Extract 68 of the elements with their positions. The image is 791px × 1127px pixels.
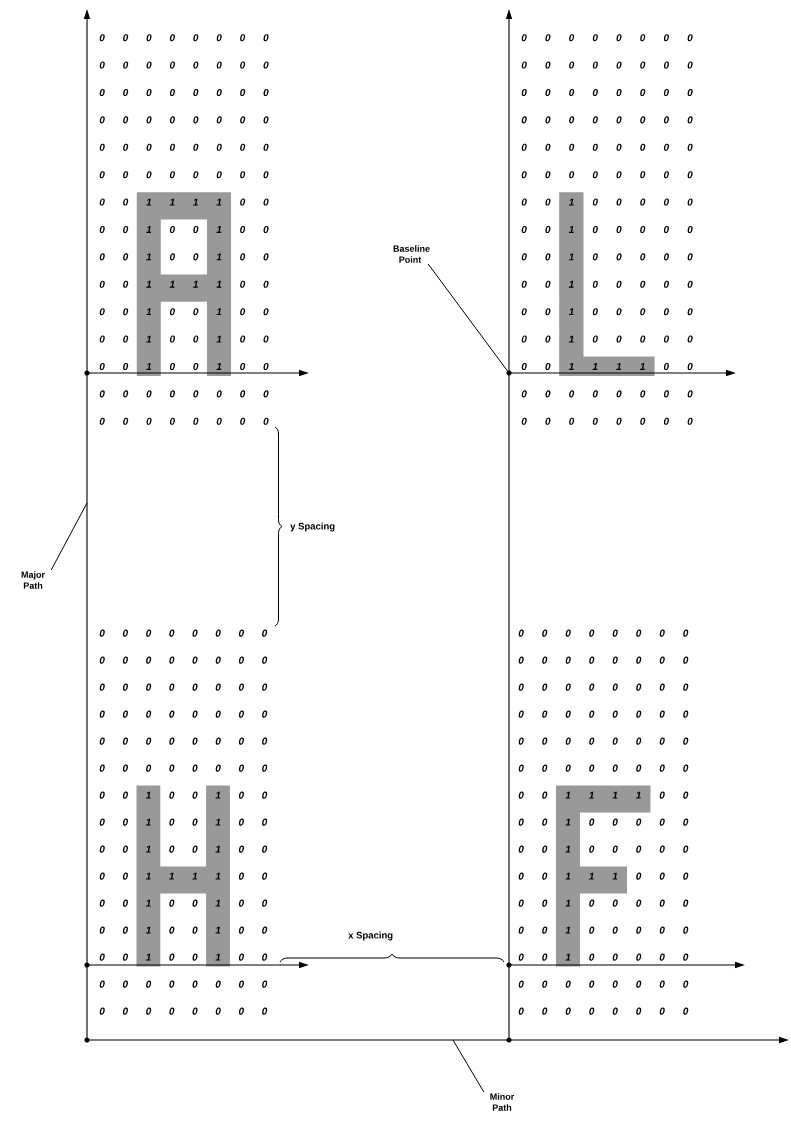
bit-row: 0 0 1 0 0 0 0 0 — [518, 899, 689, 907]
bit-row: 0 0 1 0 0 1 0 0 — [99, 818, 268, 826]
bit-row: 0 0 0 0 0 0 0 0 — [518, 683, 689, 691]
bit-row: 0 0 0 0 0 0 0 0 — [518, 737, 689, 745]
bit-row: 0 0 0 0 0 0 0 0 — [99, 171, 269, 179]
bit-row: 0 0 1 1 1 1 0 0 — [521, 362, 693, 370]
bit-row: 0 0 1 1 1 1 0 0 — [99, 198, 269, 206]
bit-row: 0 0 0 0 0 0 0 0 — [99, 683, 268, 691]
bit-row: 0 0 0 0 0 0 0 0 — [518, 656, 689, 664]
spacing-label: x Spacing — [348, 931, 393, 941]
bit-row: 0 0 1 0 0 0 0 0 — [521, 308, 693, 316]
bit-row: 0 0 0 0 0 0 0 0 — [99, 417, 269, 425]
bit-row: 0 0 0 0 0 0 0 0 — [521, 88, 693, 96]
bit-row: 0 0 1 0 0 0 0 0 — [518, 845, 689, 853]
bit-row: 0 0 1 1 1 1 0 0 — [99, 872, 268, 880]
bit-row: 0 0 0 0 0 0 0 0 — [99, 34, 269, 42]
bit-row: 0 0 1 0 0 1 0 0 — [99, 362, 269, 370]
bit-row: 0 0 0 0 0 0 0 0 — [521, 34, 693, 42]
bit-row: 0 0 0 0 0 0 0 0 — [521, 417, 693, 425]
bit-row: 0 0 1 0 0 0 0 0 — [518, 953, 689, 961]
bit-row: 0 0 1 0 0 1 0 0 — [99, 225, 269, 233]
bit-row: 0 0 0 0 0 0 0 0 — [521, 171, 693, 179]
bit-row: 0 0 0 0 0 0 0 0 — [99, 61, 269, 69]
bit-row: 0 0 0 0 0 0 0 0 — [99, 737, 268, 745]
bit-row: 0 0 1 1 1 1 0 0 — [518, 791, 689, 799]
bit-row: 0 0 1 0 0 1 0 0 — [99, 953, 268, 961]
bit-row: 0 0 0 0 0 0 0 0 — [99, 980, 268, 988]
bit-row: 0 0 1 0 0 1 0 0 — [99, 926, 268, 934]
bit-row: 0 0 1 0 0 0 0 0 — [518, 818, 689, 826]
bit-row: 0 0 1 1 1 0 0 0 — [518, 872, 689, 880]
bit-row: 0 0 0 0 0 0 0 0 — [99, 764, 268, 772]
bit-row: 0 0 1 0 0 1 0 0 — [99, 308, 269, 316]
path-label: Baseline Point — [393, 245, 430, 263]
bit-row: 0 0 0 0 0 0 0 0 — [521, 390, 693, 398]
bit-row: 0 0 1 0 0 0 0 0 — [521, 198, 693, 206]
leader-line — [452, 1039, 485, 1093]
bit-row: 0 0 0 0 0 0 0 0 — [521, 61, 693, 69]
bit-row: 0 0 0 0 0 0 0 0 — [99, 710, 268, 718]
bit-row: 0 0 0 0 0 0 0 0 — [518, 764, 689, 772]
bit-row: 0 0 1 0 0 1 0 0 — [99, 253, 269, 261]
bit-row: 0 0 0 0 0 0 0 0 — [99, 1007, 268, 1015]
bit-row: 0 0 0 0 0 0 0 0 — [518, 629, 689, 637]
bit-row: 0 0 0 0 0 0 0 0 — [521, 143, 693, 151]
bit-row: 0 0 1 0 0 1 0 0 — [99, 791, 268, 799]
bit-row: 0 0 1 0 0 0 0 0 — [521, 280, 693, 288]
bit-row: 0 0 1 1 1 1 0 0 — [99, 280, 269, 288]
leader-line — [427, 263, 510, 374]
bit-row: 0 0 0 0 0 0 0 0 — [521, 116, 693, 124]
bit-row: 0 0 0 0 0 0 0 0 — [518, 1007, 689, 1015]
path-label: Major Path — [21, 571, 45, 589]
bit-row: 0 0 1 0 0 0 0 0 — [521, 253, 693, 261]
leader-line — [50, 502, 88, 571]
bit-row: 0 0 1 0 0 0 0 0 — [521, 335, 693, 343]
bit-row: 0 0 0 0 0 0 0 0 — [99, 656, 268, 664]
bit-row: 0 0 1 0 0 1 0 0 — [99, 899, 268, 907]
bit-row: 0 0 0 0 0 0 0 0 — [99, 88, 269, 96]
path-label: Minor Path — [490, 1093, 515, 1111]
bit-row: 0 0 1 0 0 1 0 0 — [99, 335, 269, 343]
bit-row: 0 0 0 0 0 0 0 0 — [518, 710, 689, 718]
spacing-label: y Spacing — [290, 522, 335, 532]
bit-row: 0 0 1 0 0 1 0 0 — [99, 845, 268, 853]
bit-row: 0 0 0 0 0 0 0 0 — [518, 980, 689, 988]
bit-row: 0 0 0 0 0 0 0 0 — [99, 629, 268, 637]
bit-row: 0 0 1 0 0 0 0 0 — [518, 926, 689, 934]
bit-row: 0 0 0 0 0 0 0 0 — [99, 390, 269, 398]
bit-row: 0 0 1 0 0 0 0 0 — [521, 225, 693, 233]
bit-row: 0 0 0 0 0 0 0 0 — [99, 116, 269, 124]
bit-row: 0 0 0 0 0 0 0 0 — [99, 143, 269, 151]
